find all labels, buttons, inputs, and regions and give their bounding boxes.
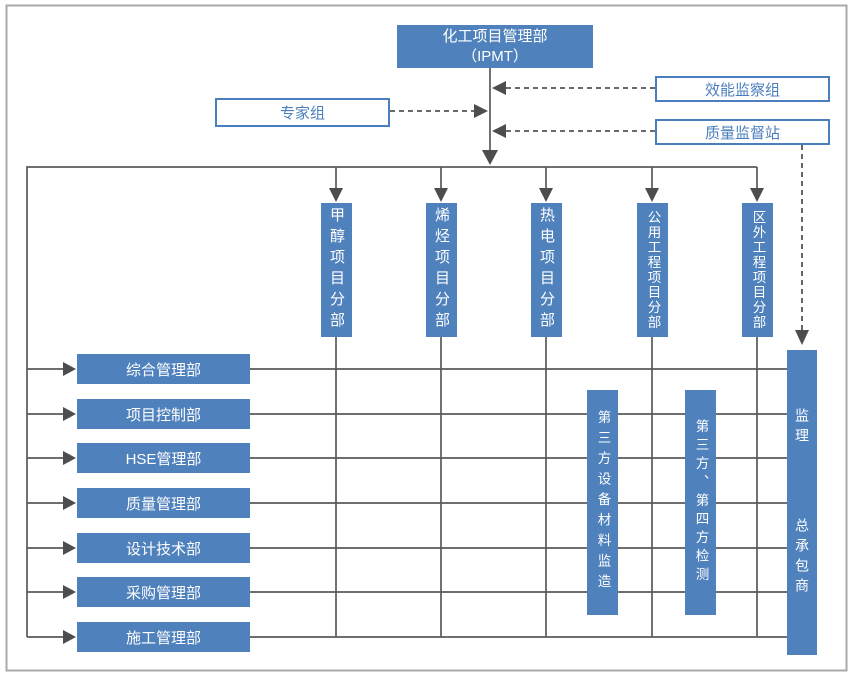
dept-quality-management: 质量管理部 (77, 488, 250, 518)
third-party-equipment-supervision-box: 第三方设备材料监造 (587, 390, 618, 615)
division-outside-works: 区外工程项目分部 (742, 203, 773, 337)
supervision-contractor-box: 监理 总承包商 (787, 350, 817, 655)
dept-comprehensive-management: 综合管理部 (77, 354, 250, 384)
dept-design-technology: 设计技术部 (77, 533, 250, 563)
dept-procurement-management: 采购管理部 (77, 577, 250, 607)
division-methanol: 甲醇项目分部 (321, 203, 352, 337)
division-thermal-power: 热电项目分部 (531, 203, 562, 337)
dept-project-control: 项目控制部 (77, 399, 250, 429)
division-utility-works: 公用工程项目分部 (637, 203, 668, 337)
division-olefin: 烯烃项目分部 (426, 203, 457, 337)
diagram-frame (5, 4, 848, 672)
supervision-label: 监理 (794, 407, 810, 448)
expert-group-box: 专家组 (215, 98, 390, 127)
ipmt-title-line1: 化工项目管理部 (442, 27, 548, 45)
efficiency-supervision-box: 效能监察组 (655, 76, 830, 102)
ipmt-box: 化工项目管理部 （IPMT） (397, 25, 593, 68)
third-fourth-party-testing-box: 第三方、第四方检测 (685, 390, 716, 615)
dept-construction-management: 施工管理部 (77, 622, 250, 652)
ipmt-title-line2: （IPMT） (462, 47, 528, 65)
dept-hse-management: HSE管理部 (77, 443, 250, 473)
general-contractor-label: 总承包商 (794, 517, 810, 598)
quality-supervision-station-box: 质量监督站 (655, 119, 830, 145)
